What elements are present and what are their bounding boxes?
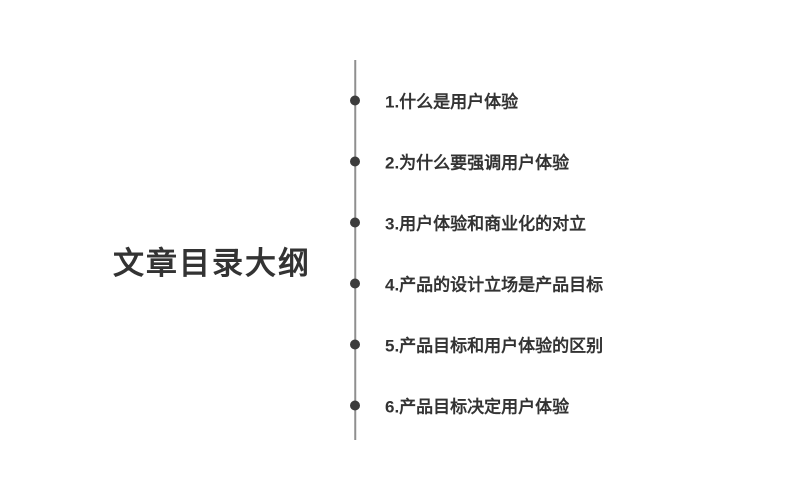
list-item: 4.产品的设计立场是产品目标	[350, 271, 604, 296]
bullet-dot-icon	[350, 339, 360, 349]
page-title: 文章目录大纲	[113, 246, 311, 281]
list-item-label: 3.用户体验和商业化的对立	[385, 214, 587, 234]
list-item-label: 1.什么是用户体验	[385, 92, 519, 112]
list-item: 3.用户体验和商业化的对立	[350, 210, 587, 235]
list-item: 2.为什么要强调用户体验	[350, 149, 570, 174]
list-item-label: 5.产品目标和用户体验的区别	[385, 336, 604, 356]
bullet-dot-icon	[350, 400, 360, 410]
timeline-line	[354, 60, 356, 440]
outline-timeline: 1.什么是用户体验 2.为什么要强调用户体验 3.用户体验和商业化的对立 4.产…	[350, 60, 603, 440]
list-item-label: 2.为什么要强调用户体验	[385, 153, 570, 173]
list-item: 6.产品目标决定用户体验	[350, 393, 570, 418]
bullet-dot-icon	[350, 95, 360, 105]
bullet-dot-icon	[350, 278, 360, 288]
bullet-dot-icon	[350, 217, 360, 227]
list-item: 1.什么是用户体验	[350, 88, 519, 113]
list-item-label: 6.产品目标决定用户体验	[385, 397, 570, 417]
list-item-label: 4.产品的设计立场是产品目标	[385, 275, 604, 295]
list-item: 5.产品目标和用户体验的区别	[350, 332, 604, 357]
bullet-dot-icon	[350, 156, 360, 166]
